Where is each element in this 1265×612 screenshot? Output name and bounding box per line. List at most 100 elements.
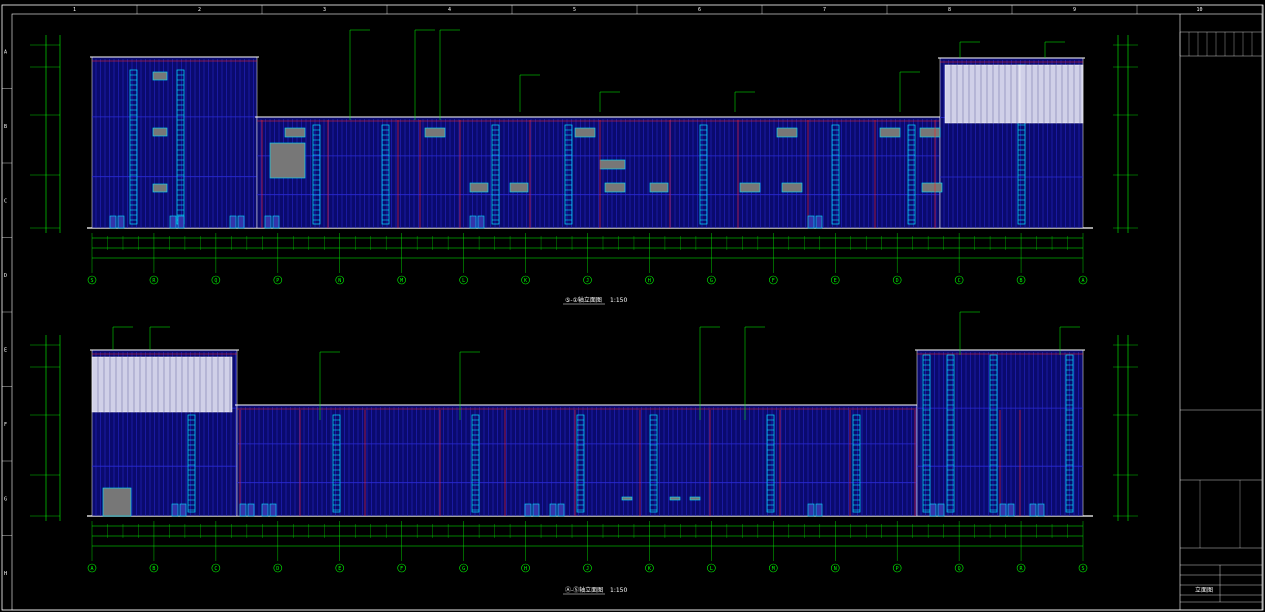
axis-label: Q	[214, 278, 217, 284]
window-strip	[831, 124, 840, 225]
axis-label: H	[648, 278, 651, 284]
axis-bubble	[583, 563, 592, 573]
axis-label: L	[710, 566, 713, 572]
axis-bubble	[830, 275, 840, 285]
border-column-label: 8	[948, 7, 951, 13]
window-strip	[852, 414, 861, 513]
axis-label: B	[152, 566, 155, 572]
axis-bubble	[459, 275, 468, 285]
door	[1029, 503, 1037, 517]
window	[574, 127, 596, 138]
window	[284, 127, 306, 138]
elevation-top-scale: 1:150	[610, 297, 627, 304]
axis-bubble	[273, 563, 283, 573]
door	[469, 215, 477, 229]
axis-bubble	[707, 563, 716, 573]
window-strip	[381, 124, 390, 225]
axis-label: N	[834, 566, 837, 572]
door	[179, 503, 187, 517]
border-row-label: H	[4, 571, 7, 577]
window	[152, 127, 168, 137]
window	[599, 159, 626, 170]
axis-label: F	[400, 566, 403, 572]
window	[424, 127, 446, 138]
axis-label: J	[586, 278, 589, 284]
window	[152, 71, 168, 81]
window-strip	[649, 414, 658, 513]
elevation-bottom-title-group: Ⓐ-Ⓢ轴立面图 1:150	[563, 586, 627, 595]
door	[524, 503, 532, 517]
axis-bubble	[707, 275, 716, 285]
window	[469, 182, 489, 193]
axis-label: B	[1020, 278, 1023, 284]
axis-label: D	[896, 278, 899, 284]
axis-bubble	[149, 563, 159, 573]
door	[532, 503, 540, 517]
axis-bubble	[273, 275, 283, 285]
door	[229, 215, 237, 229]
border-column-label: 10	[1196, 7, 1202, 13]
axis-label: D	[276, 566, 279, 572]
axis-bubble	[583, 275, 592, 285]
door	[261, 503, 269, 517]
window-strip	[471, 414, 480, 513]
window-strip	[907, 124, 916, 225]
door	[171, 503, 179, 517]
border-row-label: C	[4, 198, 7, 204]
axis-bubble	[335, 563, 345, 573]
axis-label: S	[90, 278, 93, 284]
window	[604, 182, 626, 193]
window	[269, 142, 306, 179]
border-row-label: B	[4, 124, 7, 130]
window-strip	[699, 124, 708, 225]
axis-label: R	[1020, 566, 1024, 572]
door	[557, 503, 565, 517]
border-row-label: G	[4, 496, 7, 502]
elevation-top-title: ⑤-①轴立面图	[565, 296, 602, 304]
border-column-label: 5	[573, 7, 576, 13]
window	[649, 182, 669, 193]
axis-bubble	[645, 275, 654, 285]
elevation-bottom-title: Ⓐ-Ⓢ轴立面图	[565, 586, 603, 594]
door	[117, 215, 125, 229]
axis-bubble	[769, 275, 778, 285]
door	[237, 215, 245, 229]
window-strip	[922, 354, 931, 513]
axis-label: J	[586, 566, 589, 572]
door	[929, 503, 937, 517]
door	[269, 503, 277, 517]
door	[807, 503, 815, 517]
window-strip	[989, 354, 998, 513]
door	[1037, 503, 1045, 517]
window-strip	[312, 124, 321, 225]
axis-bubble	[892, 563, 902, 573]
door	[109, 215, 117, 229]
axis-bubble	[211, 275, 221, 285]
window-strip	[564, 124, 573, 225]
window	[669, 496, 681, 501]
axis-bubble	[459, 563, 468, 573]
window	[776, 127, 798, 138]
axis-bubble	[335, 275, 345, 285]
axis-label: E	[834, 278, 837, 284]
axis-label: M	[772, 566, 775, 572]
door	[247, 503, 255, 517]
axis-label: Q	[958, 566, 961, 572]
door	[272, 215, 280, 229]
door	[815, 215, 823, 229]
axis-label: S	[1081, 566, 1084, 572]
axis-label: N	[338, 278, 341, 284]
axis-bubble	[1016, 275, 1026, 285]
window	[102, 487, 132, 517]
border-column-label: 9	[1073, 7, 1076, 13]
window	[879, 127, 901, 138]
window-strip	[491, 124, 500, 225]
window	[621, 496, 633, 501]
door	[549, 503, 557, 517]
axis-label: M	[400, 278, 403, 284]
building-block	[91, 56, 258, 229]
axis-label: C	[958, 278, 961, 284]
